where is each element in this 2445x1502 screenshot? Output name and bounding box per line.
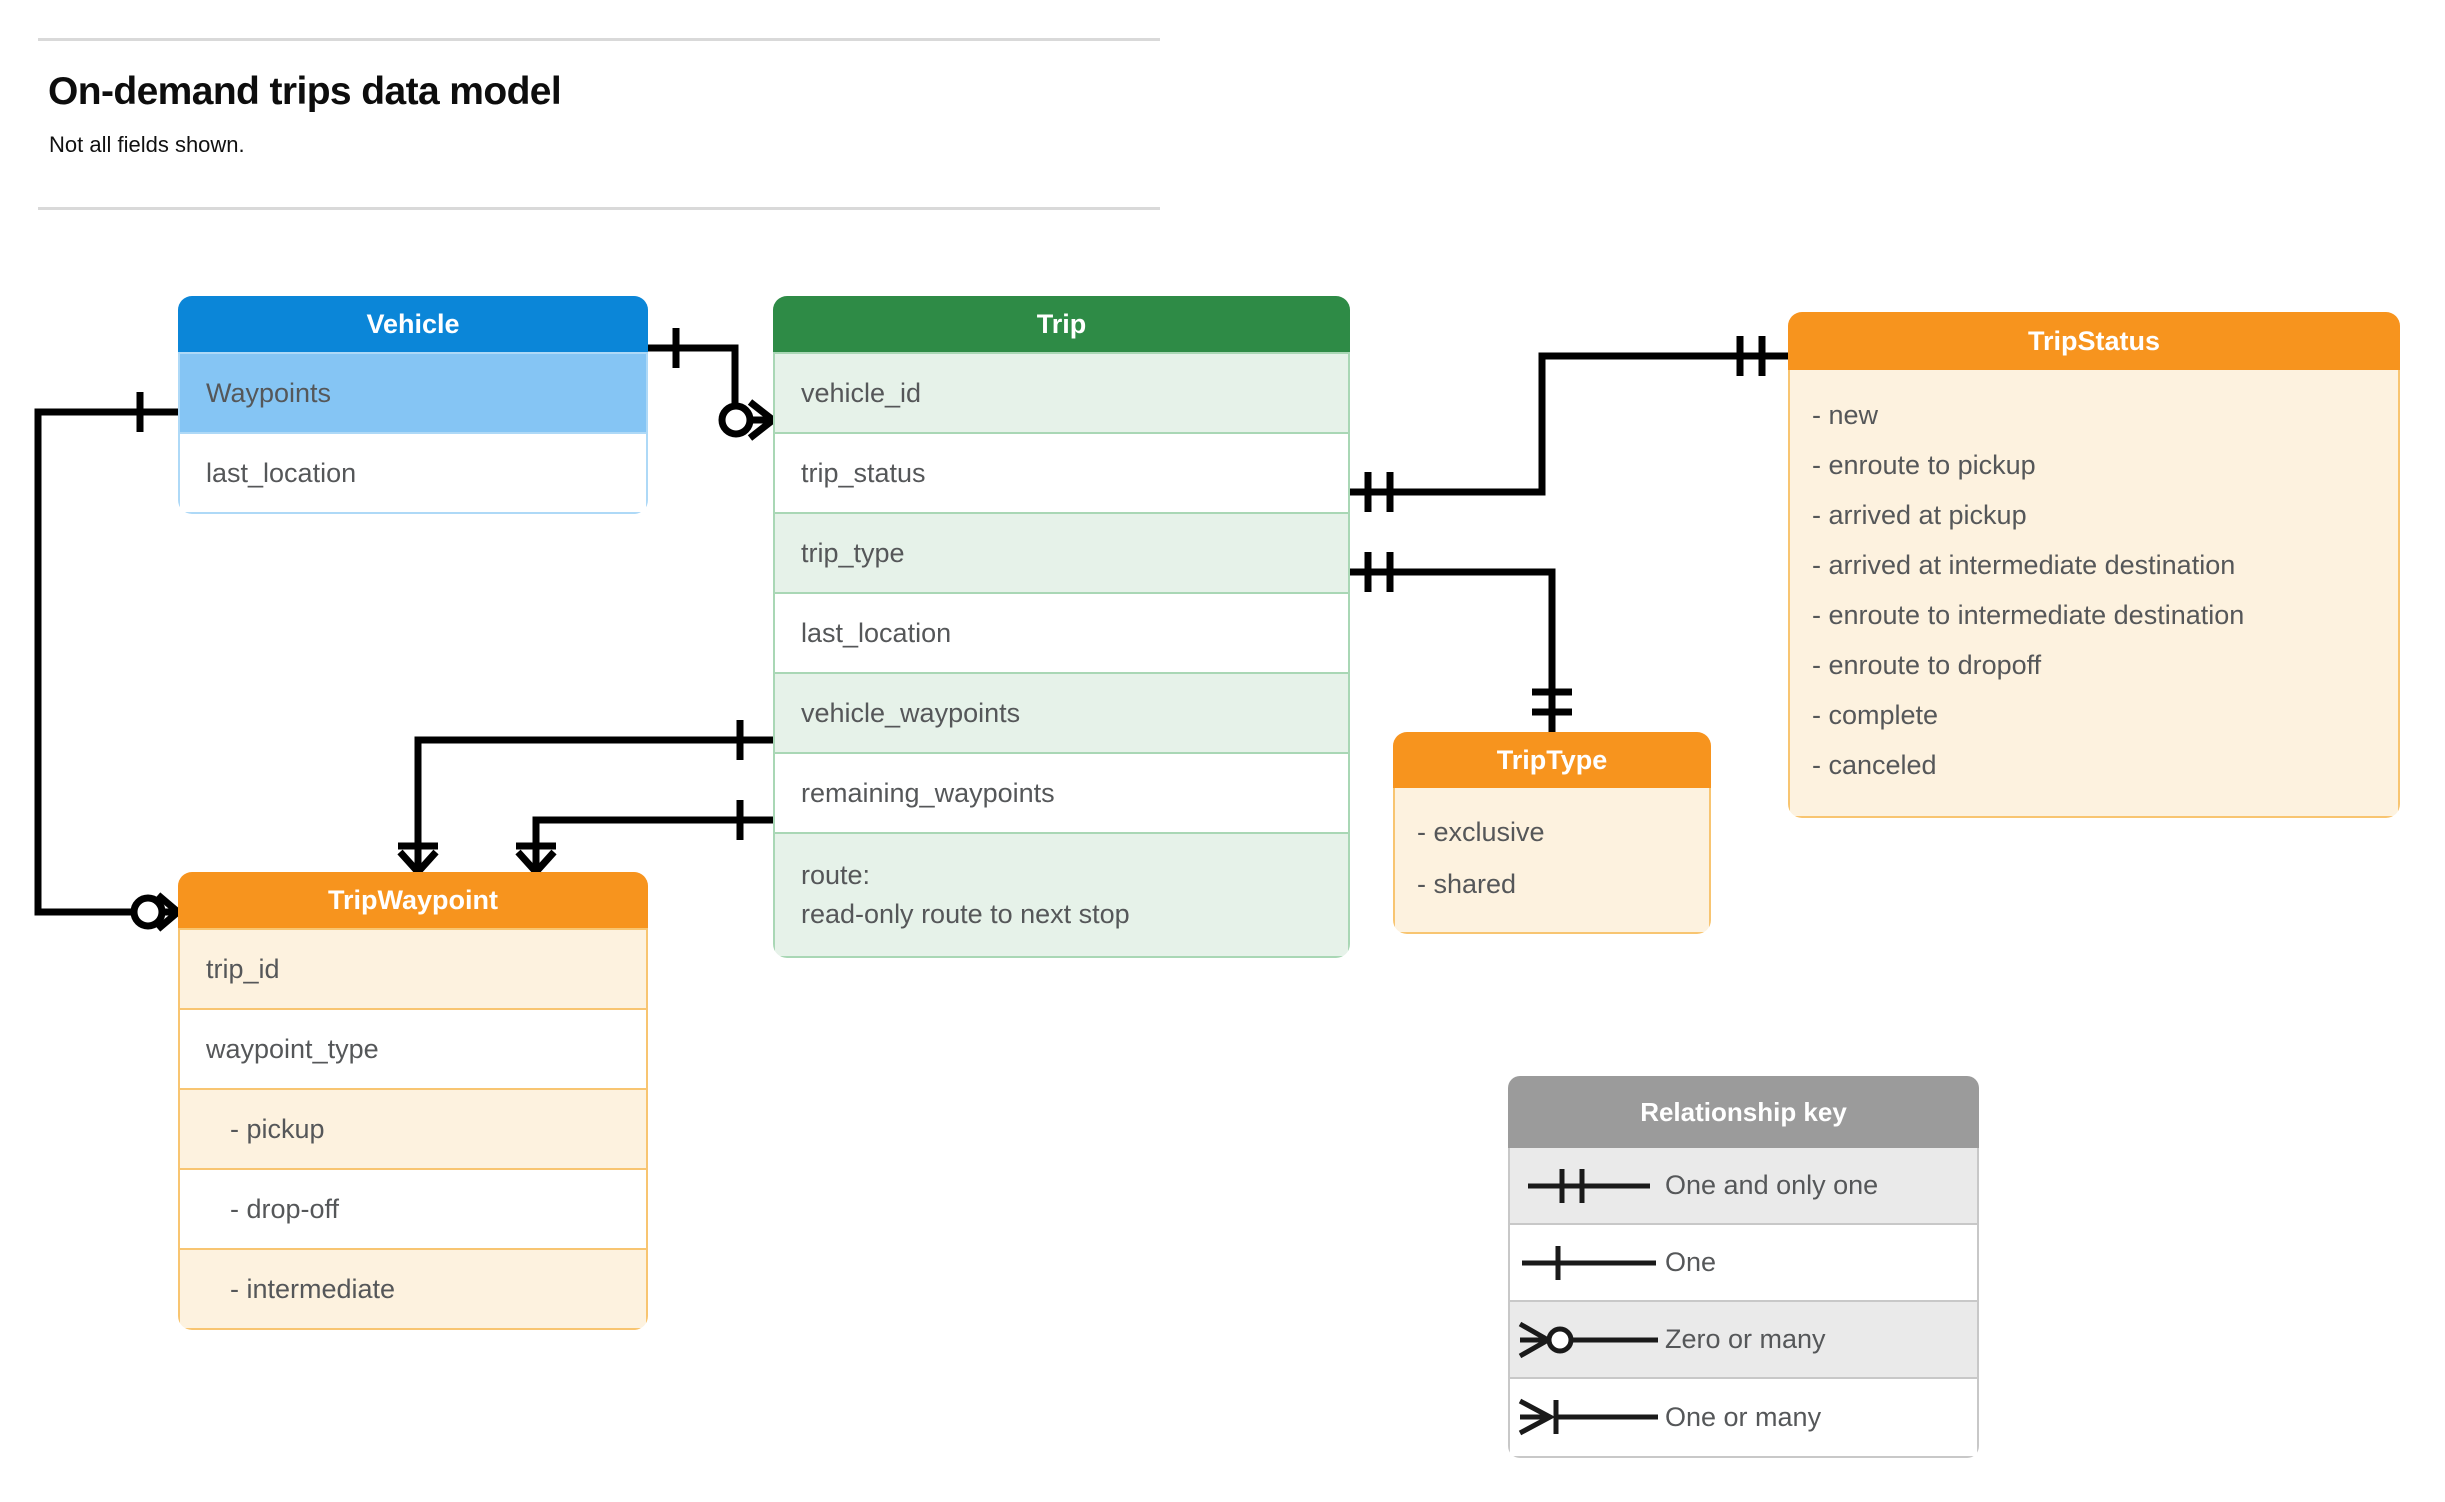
enum-value-row[interactable]: - intermediate	[180, 1248, 646, 1328]
relationship-key-row: One	[1510, 1225, 1977, 1302]
field-row[interactable]: Waypoints	[180, 352, 646, 432]
field-row[interactable]: trip_type	[775, 512, 1348, 592]
enum-value-row[interactable]: - shared	[1417, 868, 1517, 899]
entity-tripwaypoint-fields: trip_id waypoint_type - pickup - drop-of…	[178, 928, 648, 1330]
relationship-key-rows: One and only one One	[1508, 1148, 1979, 1458]
entity-triptype-values: - exclusive - shared	[1393, 788, 1711, 934]
enum-value-row[interactable]: - arrived at intermediate destination	[1812, 549, 2236, 580]
entity-vehicle-title: Vehicle	[178, 296, 648, 352]
field-row[interactable]: trip_id	[180, 928, 646, 1008]
entity-trip-fields: vehicle_id trip_status trip_type last_lo…	[773, 352, 1350, 959]
entity-tripwaypoint-title: TripWaypoint	[178, 872, 648, 928]
entity-tripwaypoint[interactable]: TripWaypoint trip_id waypoint_type - pic…	[178, 872, 648, 1330]
enum-value-row[interactable]: - drop-off	[180, 1168, 646, 1248]
relationship-key-row: One and only one	[1510, 1148, 1977, 1225]
relationship-key-label: One or many	[1665, 1402, 1822, 1432]
entity-tripstatus-title: TripStatus	[1788, 312, 2400, 370]
enum-value-row[interactable]: - enroute to dropoff	[1812, 649, 2042, 680]
relationship-key-panel: Relationship key One and only one	[1508, 1076, 1979, 1458]
header-divider-top	[38, 38, 1160, 41]
relationship-key-label: Zero or many	[1665, 1324, 1826, 1354]
route-description: read-only route to next stop	[801, 899, 1130, 930]
entity-triptype[interactable]: TripType - exclusive - shared	[1393, 732, 1711, 934]
entity-vehicle[interactable]: Vehicle Waypoints last_location	[178, 296, 648, 514]
enum-value-row[interactable]: - complete	[1812, 699, 1939, 730]
field-row[interactable]: remaining_waypoints	[775, 752, 1348, 832]
one-or-many-icon	[1510, 1379, 1665, 1456]
entity-vehicle-fields: Waypoints last_location	[178, 352, 648, 514]
entity-trip-title: Trip	[773, 296, 1350, 352]
entity-triptype-title: TripType	[1393, 732, 1711, 788]
relationship-key-label: One	[1665, 1247, 1717, 1277]
page-title: On-demand trips data model	[48, 70, 562, 113]
field-row[interactable]: last_location	[180, 432, 646, 512]
enum-value-row[interactable]: - enroute to intermediate destination	[1812, 599, 2245, 630]
entity-tripstatus[interactable]: TripStatus - new - enroute to pickup - a…	[1788, 312, 2400, 818]
field-row[interactable]: waypoint_type	[180, 1008, 646, 1088]
relationship-key-label: One and only one	[1665, 1170, 1879, 1200]
page-subtitle: Not all fields shown.	[49, 132, 245, 157]
entity-trip[interactable]: Trip vehicle_id trip_status trip_type la…	[773, 296, 1350, 959]
one-and-only-one-icon	[1510, 1148, 1665, 1223]
field-row[interactable]: vehicle_waypoints	[775, 672, 1348, 752]
field-row[interactable]: trip_status	[775, 432, 1348, 512]
enum-value-row[interactable]: - new	[1812, 399, 1879, 430]
route-label: route:	[801, 860, 871, 890]
enum-value-row[interactable]: - enroute to pickup	[1812, 449, 2036, 480]
relationship-key-row: One or many	[1510, 1379, 1977, 1456]
header-divider-bottom	[38, 207, 1160, 210]
entity-tripstatus-values: - new - enroute to pickup - arrived at p…	[1788, 370, 2400, 818]
relationship-key-row: Zero or many	[1510, 1302, 1977, 1379]
field-row-route[interactable]: route: read-only route to next stop	[775, 832, 1348, 957]
relationship-key-title: Relationship key	[1508, 1076, 1979, 1148]
enum-value-row[interactable]: - arrived at pickup	[1812, 499, 2027, 530]
enum-value-row[interactable]: - pickup	[180, 1088, 646, 1168]
one-icon	[1510, 1225, 1665, 1300]
field-row[interactable]: last_location	[775, 592, 1348, 672]
zero-or-many-icon	[1510, 1302, 1665, 1377]
enum-value-row[interactable]: - canceled	[1812, 749, 1937, 780]
enum-value-row[interactable]: - exclusive	[1417, 816, 1545, 847]
field-row[interactable]: vehicle_id	[775, 352, 1348, 432]
